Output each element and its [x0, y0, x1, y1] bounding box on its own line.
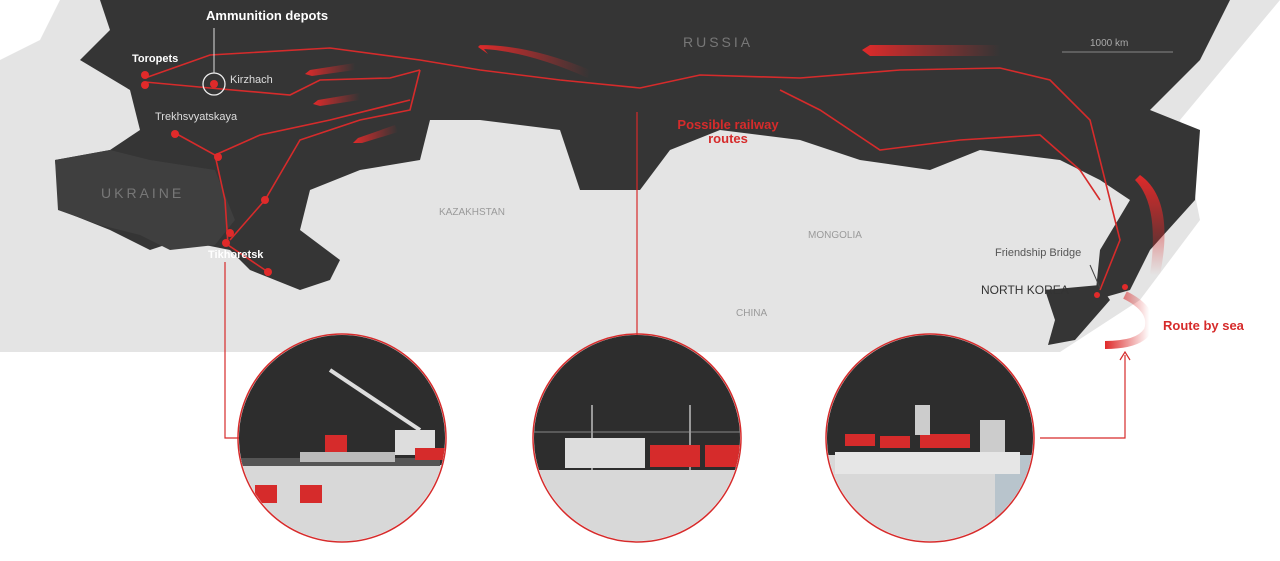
railway-routes [144, 47, 1121, 291]
label-ukraine: UKRAINE [101, 185, 185, 201]
ukraine-land [55, 150, 235, 250]
label-ammunition-depots: Ammunition depots [206, 8, 329, 23]
russia-land [55, 0, 1230, 300]
label-route-by-sea: Route by sea [1163, 318, 1244, 333]
label-kirzhach: Kirzhach [230, 74, 273, 86]
scene-transfer [239, 335, 445, 541]
scene-train-frame [532, 333, 742, 543]
label-china: CHINA [736, 308, 768, 319]
scene-transfer-frame [237, 333, 447, 543]
scene-ship [827, 335, 1033, 541]
scene-train [534, 335, 740, 541]
label-kazakhstan: KAZAKHSTAN [439, 207, 505, 218]
scale-label: 1000 km [1090, 38, 1129, 49]
label-railway-routes: Possible railway routes [677, 117, 779, 146]
label-toropets: Toropets [132, 53, 179, 65]
label-tikhoretsk: Tikhoretsk [208, 249, 264, 261]
label-russia: RUSSIA [683, 34, 754, 50]
direction-arrows [305, 40, 1165, 349]
depot-markers [141, 71, 1128, 298]
north-korea-land [1045, 285, 1110, 345]
label-trekhsvyatskaya: Trekhsvyatskaya [155, 111, 238, 123]
scene-ship-frame [825, 333, 1035, 543]
label-friendship-bridge: Friendship Bridge [995, 247, 1082, 259]
leader-lines [224, 112, 1126, 439]
label-mongolia: MONGOLIA [808, 230, 862, 241]
label-north-korea: NORTH KOREA [981, 283, 1069, 297]
